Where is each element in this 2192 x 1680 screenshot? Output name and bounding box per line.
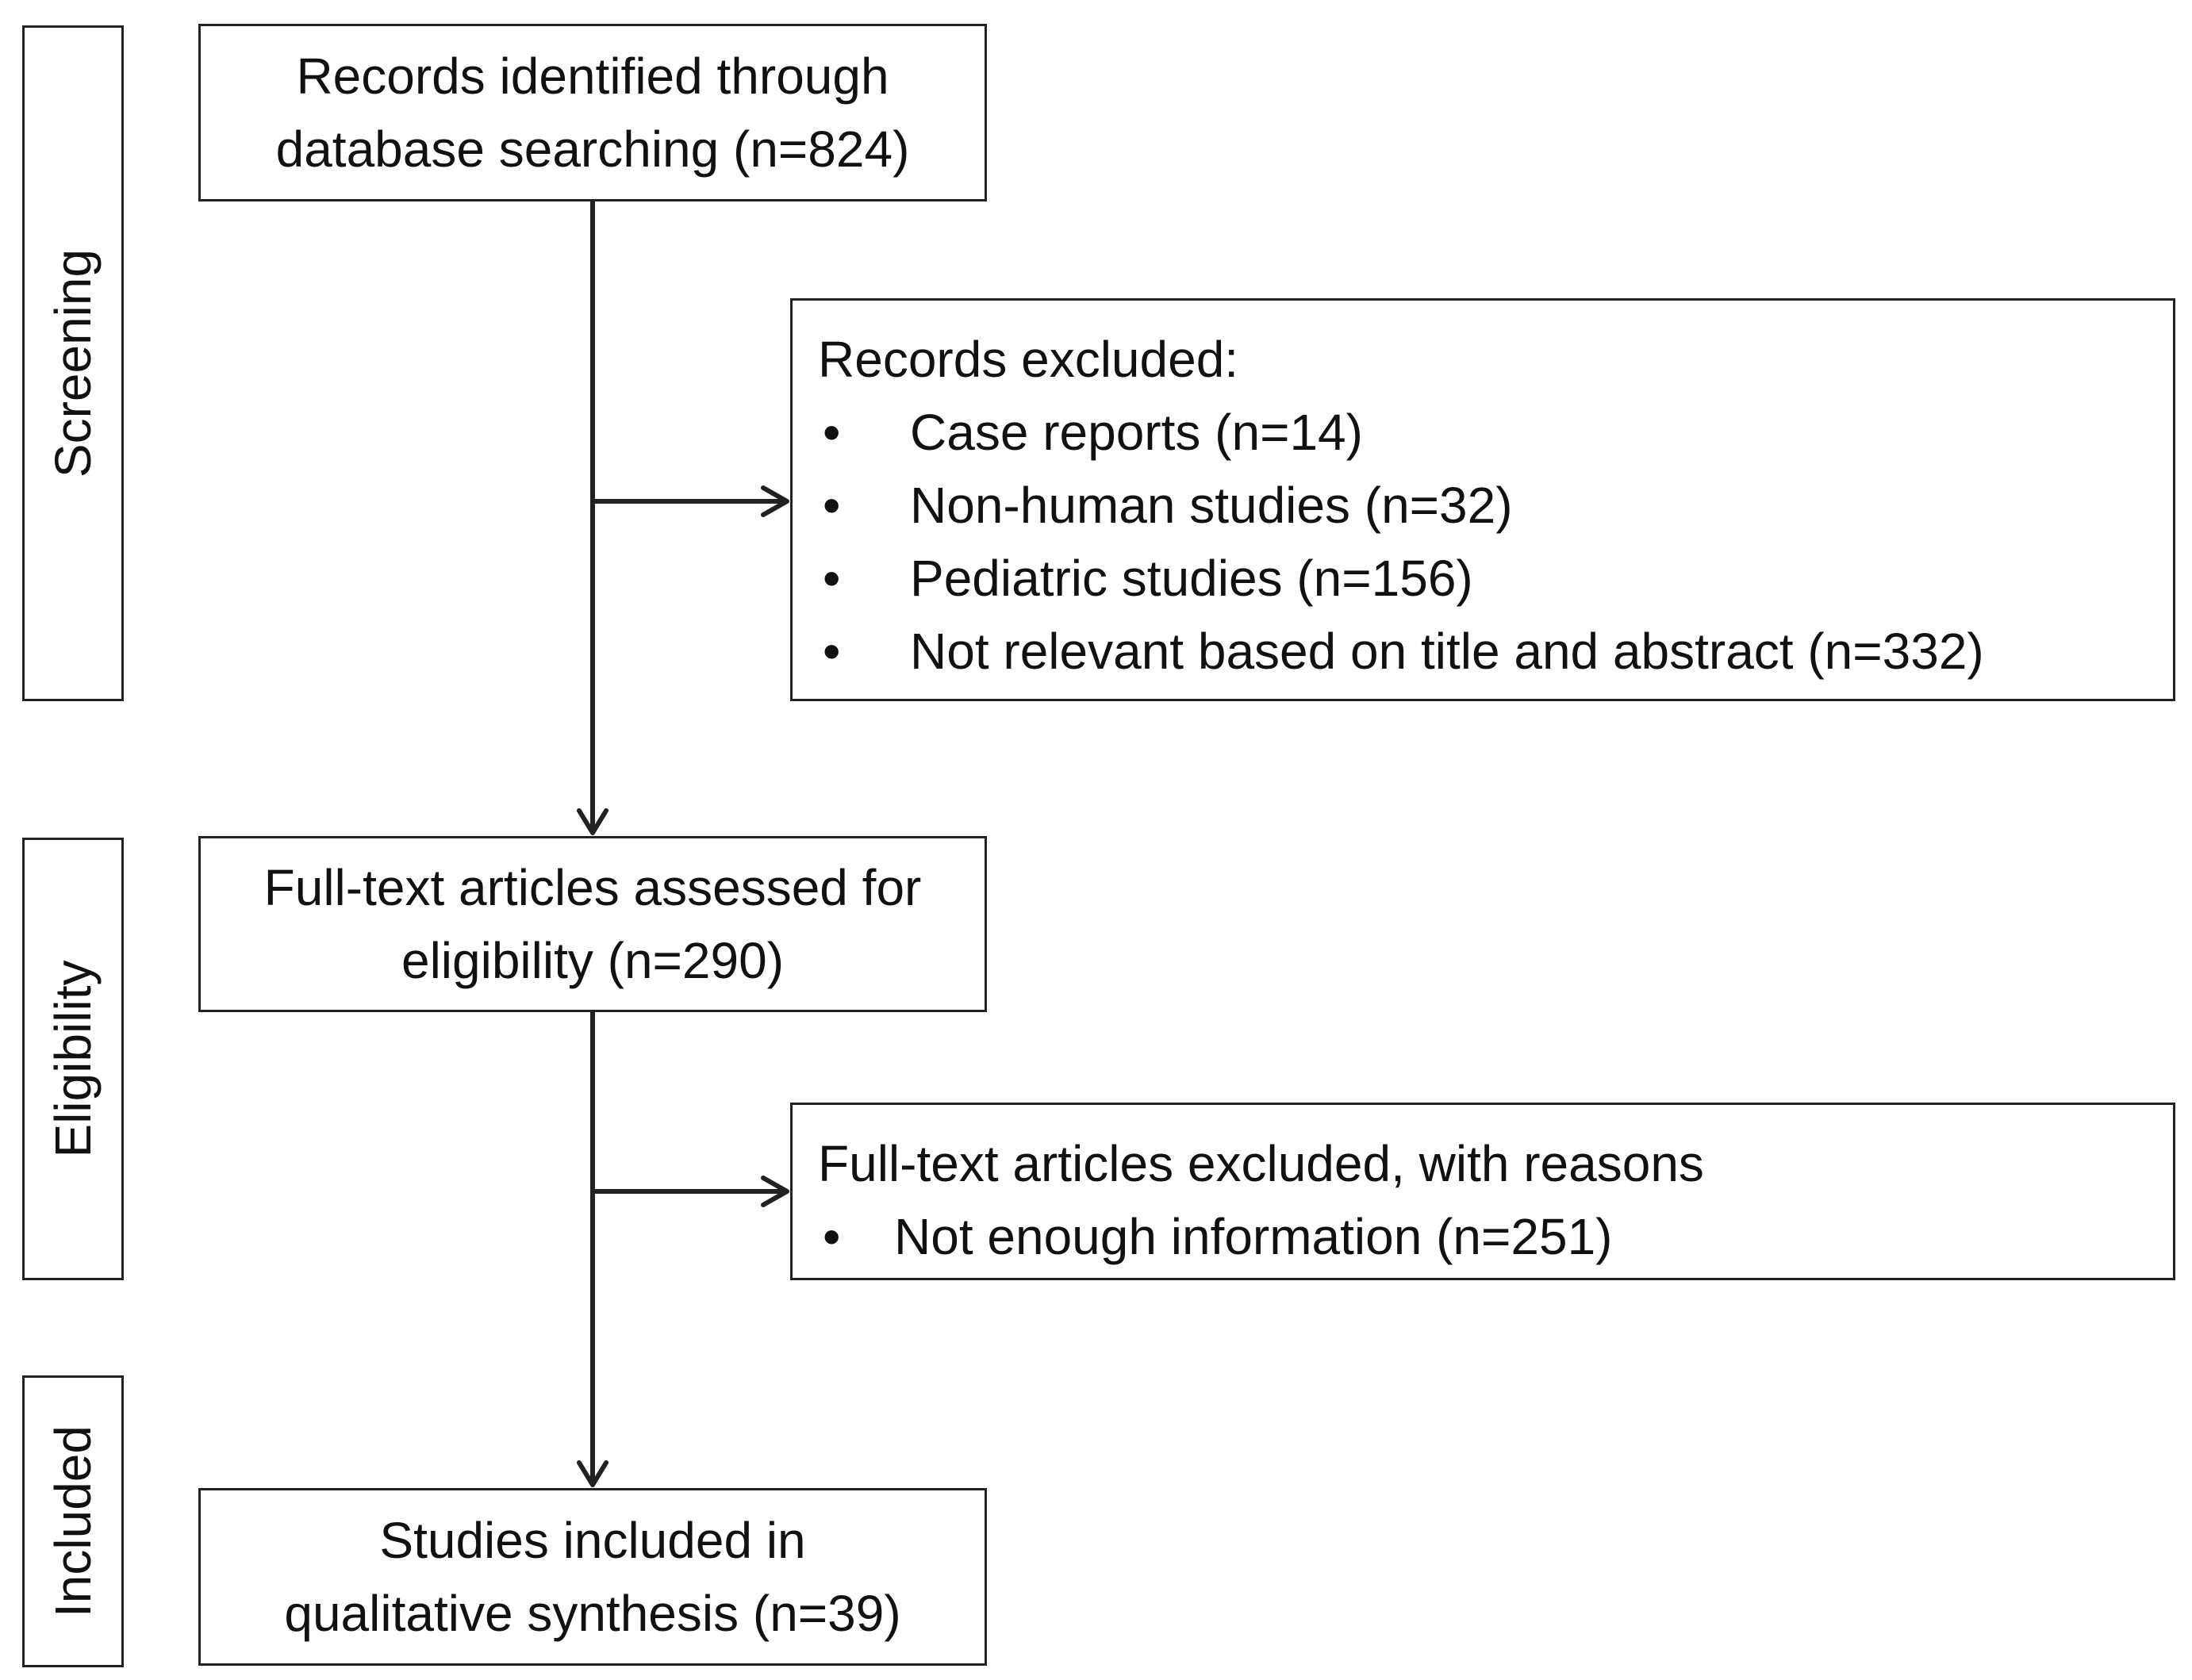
exclusion-reason-label: Case reports (n=14) <box>910 404 1363 461</box>
studies-included-box: Studies included in qualitative synthesi… <box>198 1488 987 1666</box>
fulltext-excluded-box: Full-text articles excluded, with reason… <box>790 1103 2175 1280</box>
exclusion-reason-label: Non-human studies (n=32) <box>910 477 1513 534</box>
records-identified-line-1: Records identified through <box>296 48 889 105</box>
exclusion-reason-item: • Not enough information (n=251) <box>818 1200 2173 1273</box>
records-excluded-title: Records excluded: <box>818 331 1239 388</box>
exclusion-reason-label: Not relevant based on title and abstract… <box>910 623 1984 680</box>
bullet-icon: • <box>823 550 841 607</box>
arrowhead-right-icon <box>761 1176 789 1207</box>
records-identified-box: Records identified through database sear… <box>198 24 987 201</box>
records-excluded-box: Records excluded: • Case reports (n=14) … <box>790 298 2175 701</box>
stage-label-eligibility: Eligibility <box>22 838 124 1280</box>
bullet-icon: • <box>823 623 841 680</box>
exclusion-reason-item: • Pediatric studies (n=156) <box>818 542 2173 615</box>
bullet-icon: • <box>823 404 841 461</box>
stage-label-screening: Screening <box>22 25 124 701</box>
stage-label-included: Included <box>22 1375 124 1667</box>
arrowhead-down-icon <box>577 808 608 835</box>
fulltext-excluded-title: Full-text articles excluded, with reason… <box>818 1135 1704 1192</box>
arrowhead-down-icon <box>577 1460 608 1487</box>
bullet-icon: • <box>823 1208 841 1265</box>
fulltext-assessed-line-1: Full-text articles assessed for <box>263 859 922 916</box>
studies-included-line-1: Studies included in <box>379 1512 806 1569</box>
arrowhead-right-icon <box>761 485 789 517</box>
exclusion-reason-label: Pediatric studies (n=156) <box>910 550 1473 607</box>
exclusion-reason-item: • Non-human studies (n=32) <box>818 469 2173 542</box>
exclusion-reason-item: • Not relevant based on title and abstra… <box>818 615 2173 688</box>
exclusion-reason-label: Not enough information (n=251) <box>894 1208 1613 1265</box>
studies-included-line-2: qualitative synthesis (n=39) <box>284 1585 901 1642</box>
fulltext-assessed-line-2: eligibility (n=290) <box>401 932 785 989</box>
bullet-icon: • <box>823 477 841 534</box>
exclusion-reason-item: • Case reports (n=14) <box>818 396 2173 469</box>
fulltext-assessed-box: Full-text articles assessed for eligibil… <box>198 836 987 1012</box>
records-identified-line-2: database searching (n=824) <box>275 121 910 178</box>
